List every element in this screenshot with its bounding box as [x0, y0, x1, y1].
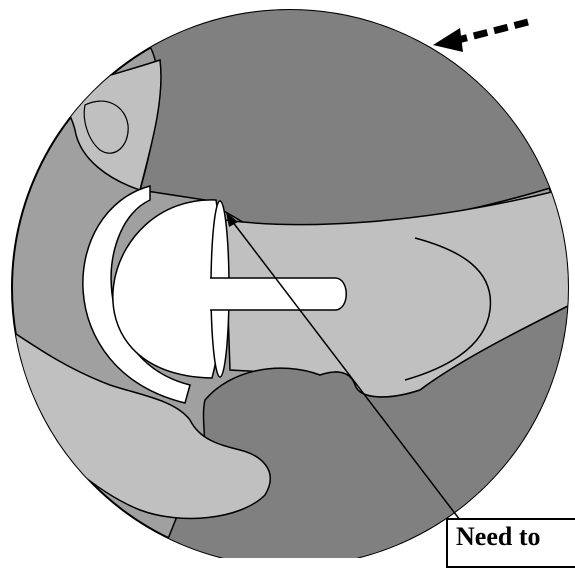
callout-label: Need to: [456, 522, 540, 552]
implant-stem: [210, 278, 346, 310]
upper-dark-region: [140, 0, 575, 229]
dashed-arrow-icon: [433, 22, 528, 52]
